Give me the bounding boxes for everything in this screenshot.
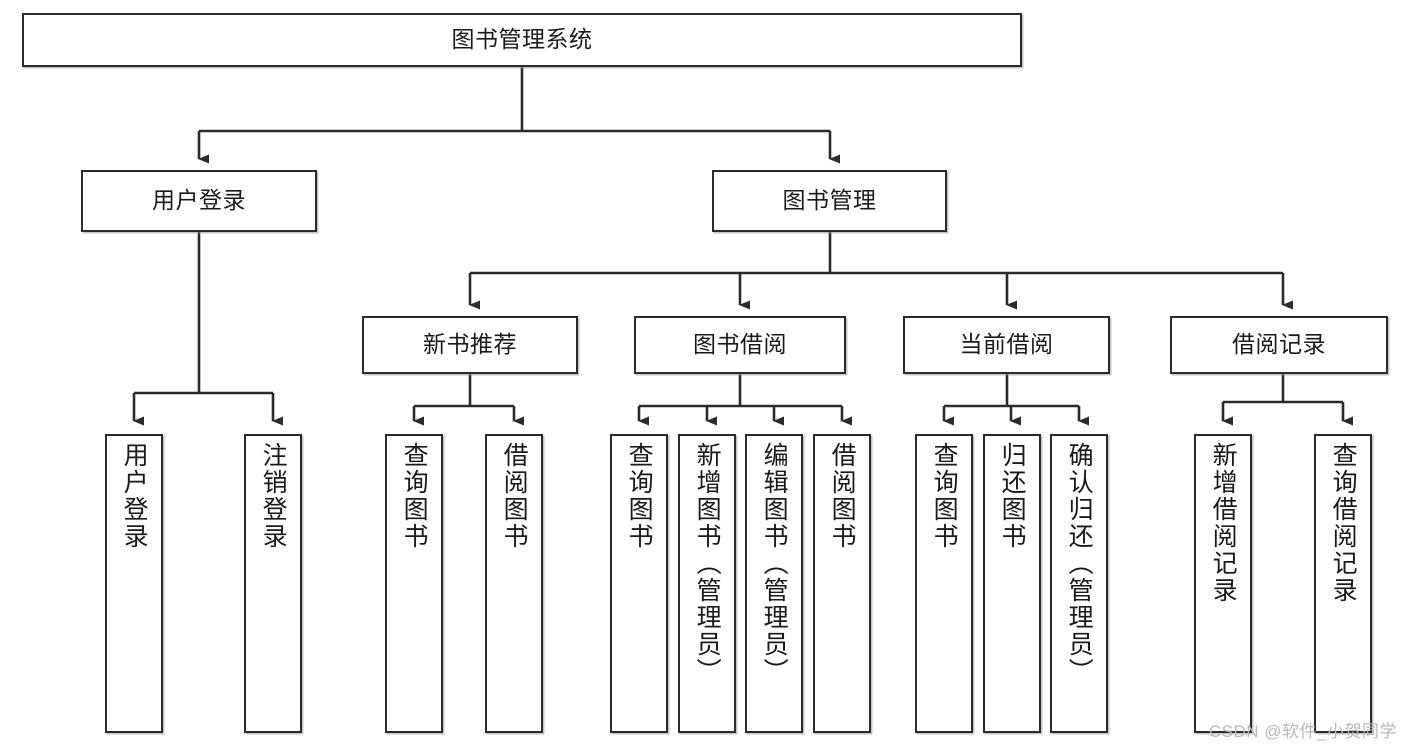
node-leaf-borrow-book-1-label: 借阅图书 [500, 442, 529, 550]
node-new-book-recommend-label: 新书推荐 [423, 331, 517, 358]
node-leaf-add-book-label: 新增图书（管理员） [693, 442, 722, 685]
node-leaf-return-book-label: 归还图书 [998, 442, 1027, 550]
node-leaf-user-login[interactable]: 用户登录 [105, 434, 163, 733]
node-leaf-edit-book-label: 编辑图书（管理员） [760, 442, 789, 685]
node-root[interactable]: 图书管理系统 [22, 13, 1022, 67]
node-leaf-edit-book[interactable]: 编辑图书（管理员） [745, 434, 803, 733]
node-leaf-add-book[interactable]: 新增图书（管理员） [678, 434, 736, 733]
node-user-login[interactable]: 用户登录 [81, 170, 317, 232]
node-borrow-record[interactable]: 借阅记录 [1170, 316, 1388, 374]
node-leaf-query-record[interactable]: 查询借阅记录 [1314, 434, 1372, 733]
node-leaf-logout-login-label: 注销登录 [259, 442, 288, 550]
node-new-book-recommend[interactable]: 新书推荐 [362, 316, 578, 374]
node-leaf-borrow-book-1[interactable]: 借阅图书 [485, 434, 543, 733]
node-leaf-query-book-2[interactable]: 查询图书 [610, 434, 668, 733]
node-leaf-add-record-label: 新增借阅记录 [1209, 442, 1238, 604]
node-user-login-label: 用户登录 [152, 187, 246, 214]
node-current-borrow-label: 当前借阅 [959, 331, 1054, 358]
node-leaf-return-book[interactable]: 归还图书 [983, 434, 1041, 733]
node-leaf-query-book-3-label: 查询图书 [930, 442, 959, 550]
node-leaf-borrow-book-2-label: 借阅图书 [828, 442, 857, 550]
node-leaf-user-login-label: 用户登录 [120, 442, 149, 550]
node-root-label: 图书管理系统 [451, 26, 593, 53]
node-leaf-query-record-label: 查询借阅记录 [1329, 442, 1358, 604]
node-leaf-query-book-1[interactable]: 查询图书 [385, 434, 443, 733]
node-book-management-label: 图书管理 [782, 187, 877, 214]
node-borrow-record-label: 借阅记录 [1232, 331, 1326, 358]
node-leaf-borrow-book-2[interactable]: 借阅图书 [813, 434, 871, 733]
node-leaf-confirm-return[interactable]: 确认归还（管理员） [1050, 434, 1108, 733]
node-current-borrow[interactable]: 当前借阅 [903, 316, 1110, 374]
node-leaf-add-record[interactable]: 新增借阅记录 [1194, 434, 1252, 733]
node-book-management[interactable]: 图书管理 [712, 170, 947, 232]
node-book-borrow[interactable]: 图书借阅 [634, 316, 846, 374]
node-leaf-query-book-3[interactable]: 查询图书 [915, 434, 973, 733]
node-leaf-confirm-return-label: 确认归还（管理员） [1065, 442, 1094, 685]
node-leaf-query-book-1-label: 查询图书 [400, 442, 429, 550]
node-leaf-logout-login[interactable]: 注销登录 [244, 434, 302, 733]
node-leaf-query-book-2-label: 查询图书 [625, 442, 654, 550]
node-book-borrow-label: 图书借阅 [693, 331, 787, 358]
